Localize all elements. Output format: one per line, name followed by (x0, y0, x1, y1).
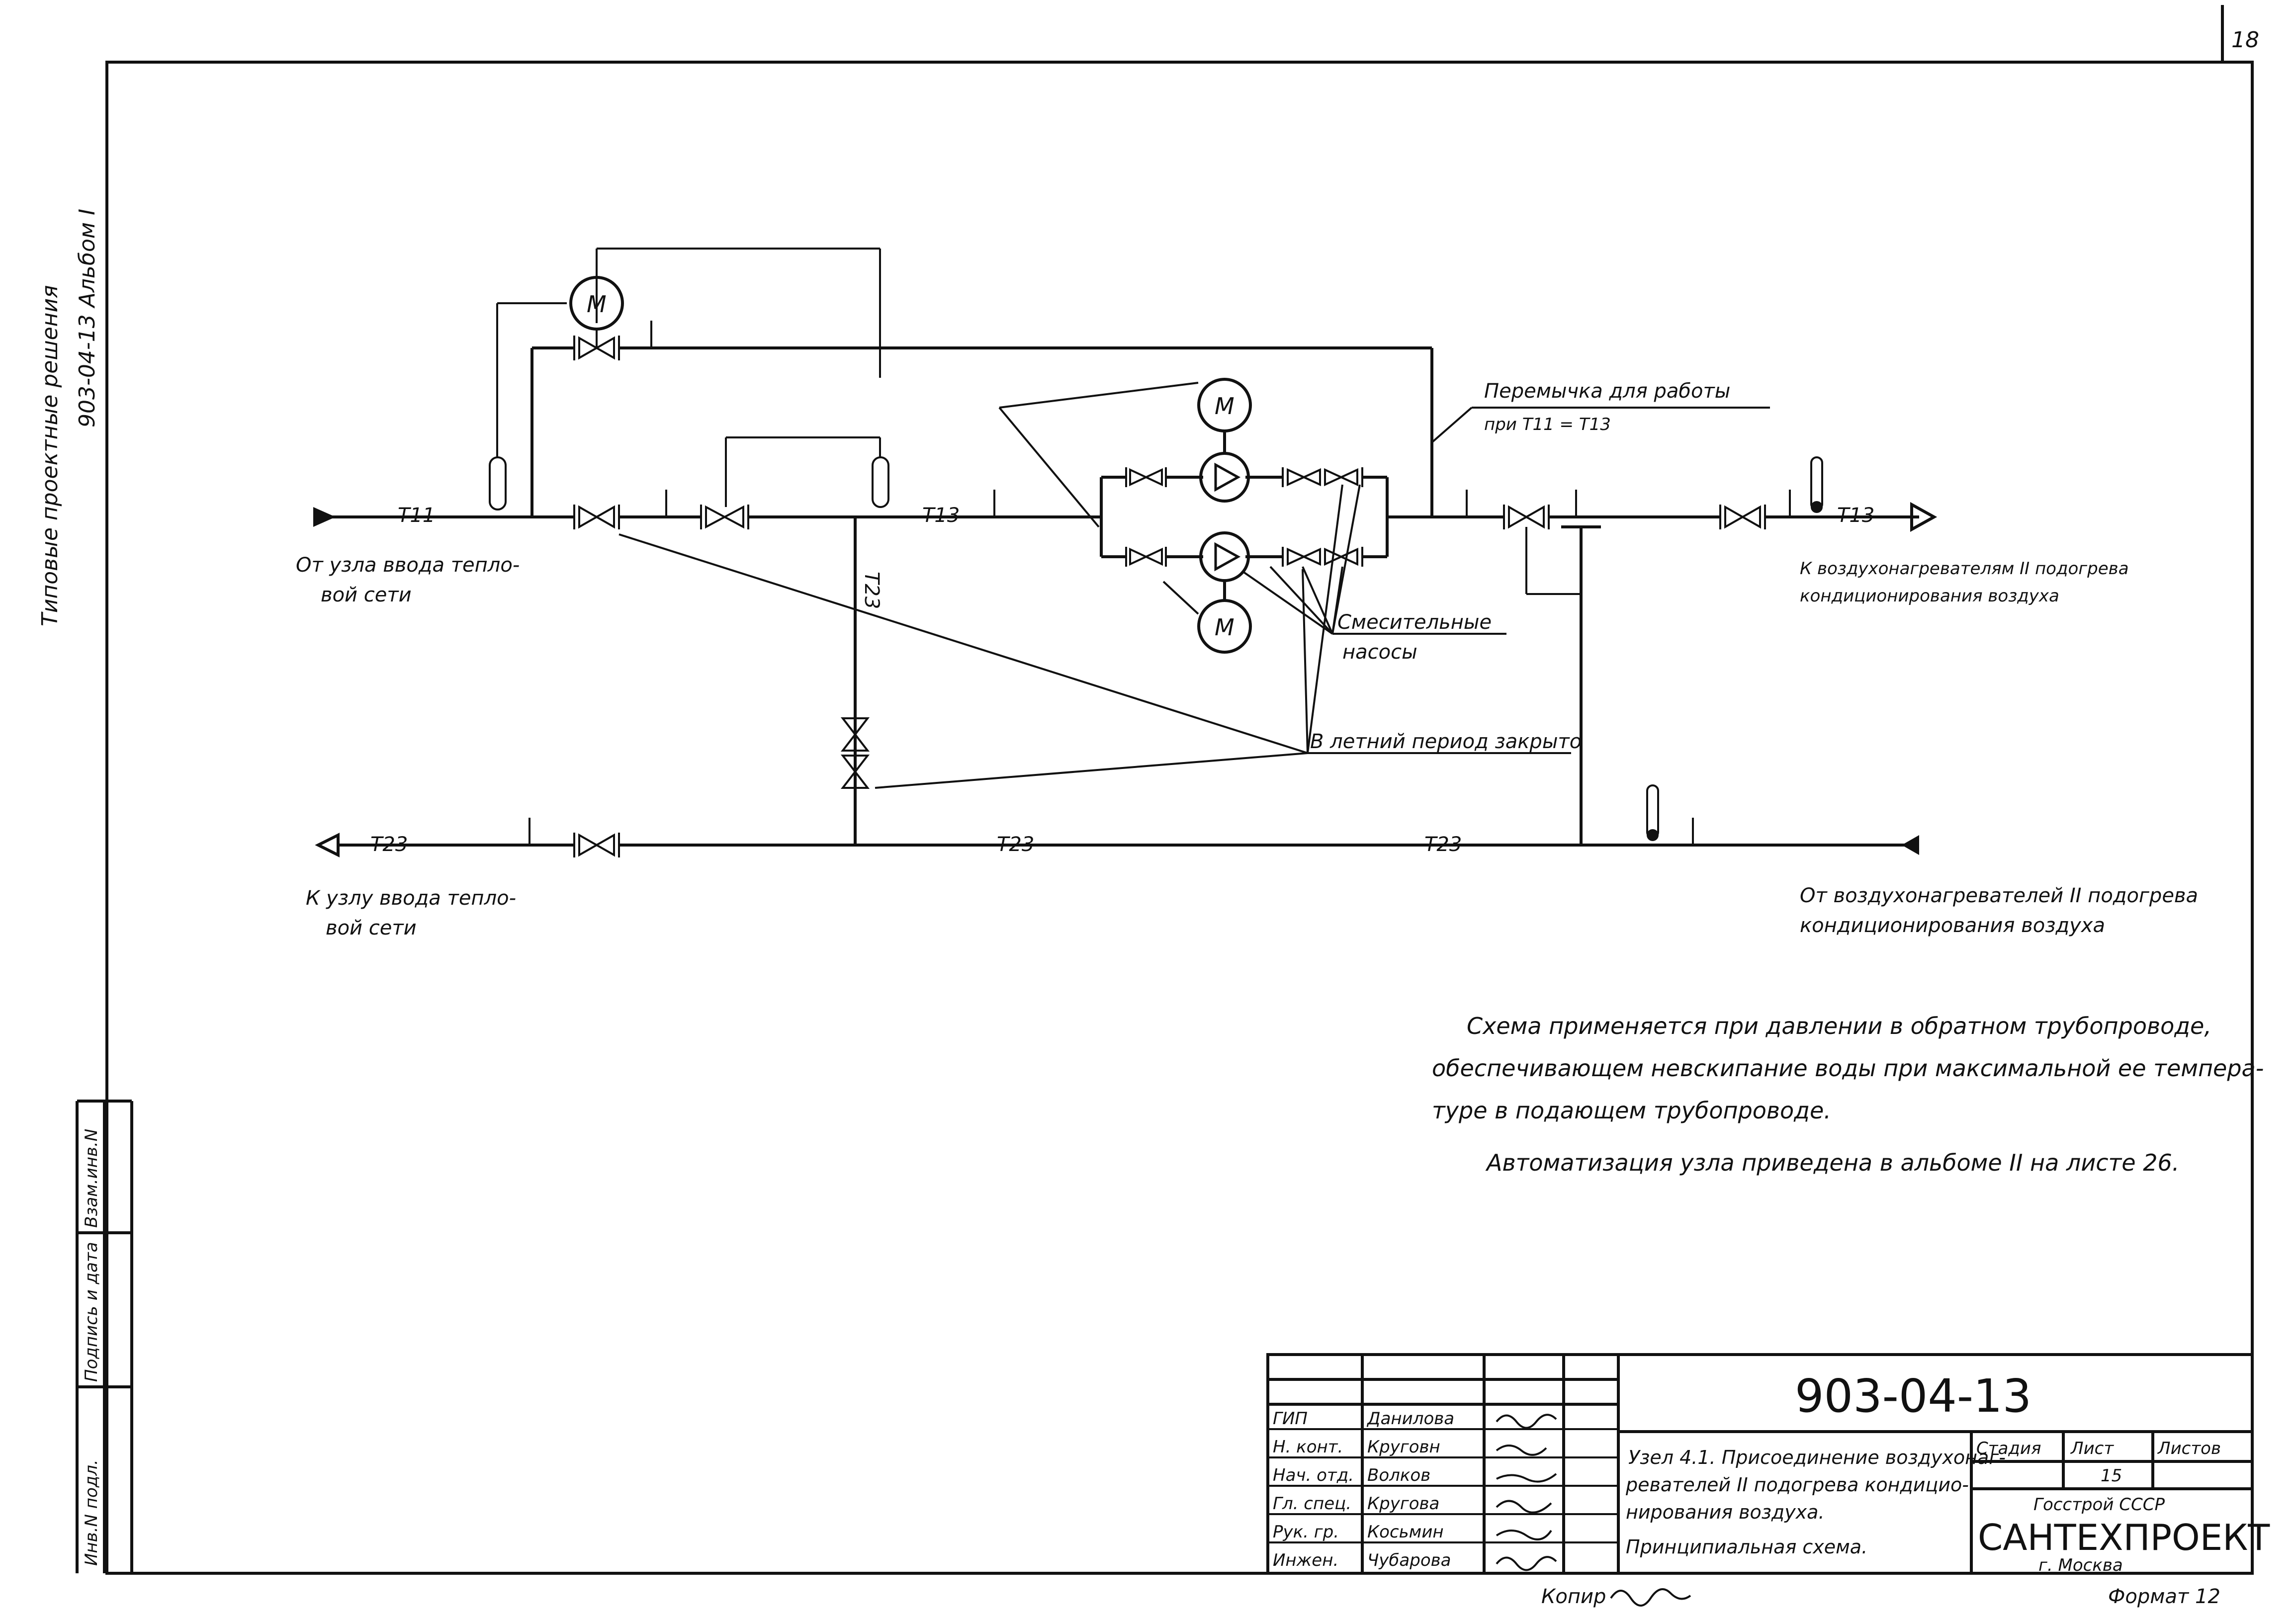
supply-outlet-arrow (1910, 502, 1938, 532)
tb-sheets-label: Листов (2157, 1439, 2221, 1458)
tb-title-3: нирования воздуха. (1626, 1501, 1825, 1523)
drawing-frame (105, 61, 2254, 1575)
tb-org-2: САНТЕХПРОЕКТ (1978, 1517, 2270, 1558)
label-from-inlet-1: От узла ввода тепло- (296, 554, 520, 577)
supply-inlet-arrow (313, 507, 336, 527)
label-to-inlet-1: К узлу ввода тепло- (306, 887, 516, 910)
tb-name-5: Чубарова (1367, 1550, 1451, 1570)
tb-sheet-label: Лист (2070, 1439, 2114, 1458)
footer-copied: Копир (1541, 1585, 1606, 1608)
pump2-outlet-valves (1282, 547, 1363, 567)
tb-stage-label: Стадия (1976, 1439, 2041, 1458)
label-to-heaters-2: кондиционирования воздуха (1800, 586, 2059, 606)
motor-label-3: М (1215, 614, 1235, 641)
title-block (1266, 1353, 2254, 1575)
return-outlet-arrow (315, 833, 340, 857)
thermometer-return (1646, 784, 1659, 841)
tb-name-2: Волков (1367, 1465, 1430, 1485)
bypass-to-return (1525, 525, 1601, 847)
label-from-heaters-1: От воздухонагревателей II подогрева (1800, 884, 2198, 907)
stamp-inv-orig: Инв.N подл. (82, 1459, 101, 1566)
tb-role-0: ГИП (1273, 1409, 1308, 1429)
valve-supply-2 (700, 505, 749, 529)
tb-role-3: Гл. спец. (1273, 1494, 1351, 1514)
note-line-4: Автоматизация узла приведена в альбоме I… (1485, 1149, 2179, 1176)
valve-return (573, 833, 620, 857)
pump1-outlet-valves (1282, 467, 1363, 487)
tb-name-4: Косьмин (1367, 1522, 1444, 1542)
label-to-heaters-1: К воздухонагревателям II подогрева (1800, 559, 2129, 579)
tb-org-1: Госстрой СССР (2033, 1495, 2165, 1515)
label-from-heaters-2: кондиционирования воздуха (1800, 914, 2105, 937)
label-to-inlet-2: вой сети (326, 917, 417, 939)
motor-label-2: М (1215, 393, 1235, 420)
tb-name-1: Круговн (1367, 1437, 1440, 1457)
note-line-3: туре в подающем трубопроводе. (1432, 1097, 1831, 1124)
pump2-inlet-valve (1125, 547, 1167, 567)
pipe-label-t23-a: Т23 (370, 833, 408, 856)
pipe-label-t23-riser: Т23 (860, 572, 883, 609)
tb-title-4: Принципиальная схема. (1626, 1536, 1867, 1558)
side-label-album: 903-04-13 Альбом I (75, 209, 100, 427)
thermometer-supply (1810, 456, 1823, 513)
pipe-label-t13-b: Т13 (1837, 504, 1874, 527)
regulator-branch (496, 248, 1433, 517)
label-pumps-2: насосы (1342, 641, 1417, 664)
tb-role-1: Н. конт. (1273, 1437, 1343, 1457)
footer-format: Формат 12 (2108, 1585, 2220, 1608)
tb-title-2: ревателей II подогрева кондицио- (1625, 1474, 1969, 1496)
pipe-label-t23-c: Т23 (1424, 833, 1462, 856)
copier-signature (1610, 1588, 1691, 1607)
label-bypass-2: при Т11 = Т13 (1484, 415, 1611, 434)
note-line-2: обеспечивающем невскипание воды при макс… (1432, 1055, 2264, 1082)
mixing-pump-1: М (1197, 378, 1252, 503)
motor-label-1: М (587, 291, 607, 318)
signatures (1496, 1414, 1557, 1571)
left-stamp: Инв.N подл. Подпись и дата Взам.инв.N (76, 1100, 133, 1573)
return-inlet-arrow (1902, 835, 1919, 855)
pump-manifold (1100, 476, 1389, 558)
thermometer-t13 (872, 456, 889, 508)
leader-lines (618, 382, 1770, 789)
regulator-branch-2 (725, 436, 881, 507)
mixing-pump-2: М (1197, 531, 1252, 654)
label-from-inlet-2: вой сети (321, 584, 412, 606)
tb-sheet-value: 15 (2101, 1466, 2122, 1486)
note-line-1: Схема применяется при давлении в обратно… (1467, 1013, 2211, 1039)
tb-designation: 903-04-13 (1795, 1369, 2031, 1423)
side-label-series: Типовые проектные решения (37, 285, 63, 626)
tb-role-5: Инжен. (1273, 1550, 1338, 1570)
tb-name-3: Кругова (1367, 1494, 1439, 1514)
tb-role-2: Нач. отд. (1273, 1465, 1354, 1485)
valve-outlet (1719, 505, 1766, 529)
tb-title-1: Узел 4.1. Присоединение воздухонаг- (1628, 1447, 2006, 1468)
tb-name-0: Данилова (1366, 1409, 1454, 1429)
stamp-signature-date: Подпись и дата (82, 1242, 101, 1382)
pipe-label-t23-b: Т23 (997, 833, 1034, 856)
label-pumps-1: Смесительные (1337, 611, 1492, 634)
thermometer-t11 (489, 456, 507, 511)
page-number: 18 (2231, 27, 2259, 53)
tb-role-4: Рук. гр. (1273, 1522, 1339, 1542)
tb-org-3: г. Москва (2038, 1555, 2123, 1575)
riser-valves (840, 717, 870, 789)
stamp-inv-replace: Взам.инв.N (82, 1129, 101, 1228)
pipe-label-t13-a: Т13 (922, 504, 960, 527)
motor-regulator: М (569, 276, 624, 331)
valve-supply-1 (573, 505, 620, 529)
valve-after-pumps (1503, 505, 1550, 529)
pipe-label-t11: Т11 (398, 504, 435, 527)
label-summer-closed: В летний период закрыто (1310, 730, 1582, 753)
label-bypass-1: Перемычка для работы (1484, 380, 1730, 403)
pump1-inlet-valve (1125, 467, 1167, 487)
